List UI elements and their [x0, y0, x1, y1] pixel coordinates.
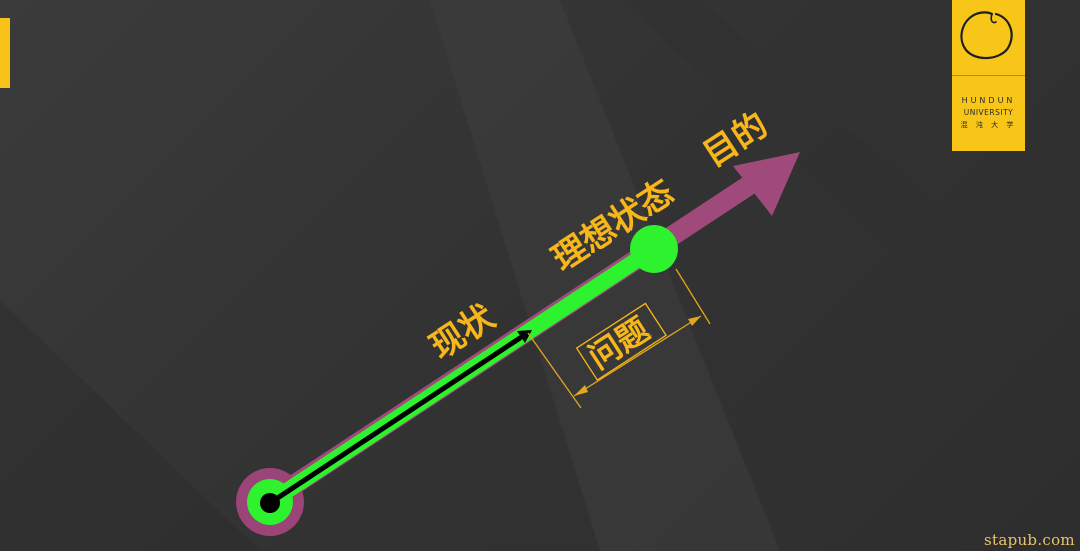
- logo-line-university: UNIVERSITY: [963, 108, 1014, 117]
- ideal-state-node: [630, 225, 678, 273]
- hundun-university-logo: HUNDUN UNIVERSITY 混 沌 大 学: [952, 0, 1025, 151]
- current-progress-arrow: [267, 330, 532, 506]
- problem-label-group: 问题: [575, 302, 667, 381]
- problem-label-box: [575, 302, 667, 381]
- start-black-dot: [260, 493, 280, 513]
- logo-line-hundun: HUNDUN: [961, 96, 1016, 105]
- logo-divider: [952, 75, 1025, 76]
- enso-circle-icon: [960, 11, 1013, 60]
- problem-gap-dimension: [527, 268, 711, 409]
- watermark: stapub.com: [984, 531, 1075, 549]
- left-accent-bar: [0, 18, 10, 88]
- logo-line-chinese: 混 沌 大 学: [960, 121, 1017, 129]
